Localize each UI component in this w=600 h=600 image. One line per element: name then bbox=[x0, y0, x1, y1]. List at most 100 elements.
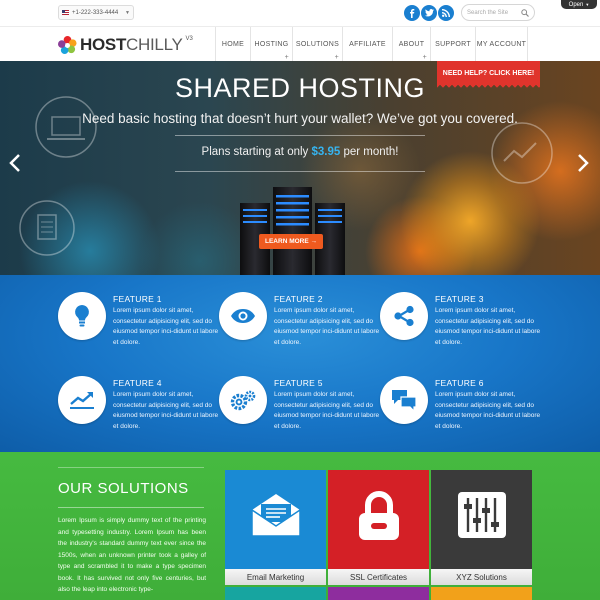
nav-solutions-label: SOLUTIONS bbox=[295, 41, 340, 48]
tile-ssl-label: SSL Certificates bbox=[328, 569, 429, 585]
feature-6-icon-circle bbox=[380, 376, 428, 424]
learn-more-button[interactable]: LEARN MORE → bbox=[259, 234, 323, 249]
solutions-section: OUR SOLUTIONS Lorem Ipsum is simply dumm… bbox=[0, 452, 600, 600]
prev-slide-arrow-icon[interactable] bbox=[9, 153, 21, 179]
hero-slider: SHARED HOSTING Need basic hosting that d… bbox=[0, 61, 600, 275]
open-label: Open bbox=[568, 1, 584, 8]
search-input[interactable]: Search the Site bbox=[461, 4, 535, 21]
phone-number: +1-222-333-4444 bbox=[72, 9, 119, 16]
facebook-icon[interactable] bbox=[404, 5, 420, 21]
plus-icon: + bbox=[422, 54, 427, 61]
hero-subtitle: Need basic hosting that doesn’t hurt you… bbox=[82, 111, 518, 126]
share-icon bbox=[394, 305, 414, 327]
nav-solutions[interactable]: SOLUTIONS + bbox=[292, 27, 342, 62]
tile-xyz-label: XYZ Solutions bbox=[431, 569, 532, 585]
feature-6-title: FEATURE 6 bbox=[435, 378, 484, 388]
caret-down-icon: ▼ bbox=[585, 2, 590, 7]
plans-price: $3.95 bbox=[311, 146, 341, 158]
top-bar: +1-222-333-4444 ▼ Search the Site Open ▼ bbox=[0, 0, 600, 26]
feature-1-text: Lorem ipsum dolor sit amet, consectetur … bbox=[113, 307, 219, 346]
rss-icon[interactable] bbox=[438, 5, 454, 21]
feature-3-icon-circle bbox=[380, 292, 428, 340]
sliders-icon bbox=[457, 492, 506, 538]
plans-suffix: per month! bbox=[340, 146, 399, 158]
lightbulb-icon bbox=[75, 305, 89, 327]
server-rack-illustration bbox=[240, 187, 345, 275]
nav-home-label: HOME bbox=[221, 41, 245, 48]
feature-6-text: Lorem ipsum dolor sit amet, consectetur … bbox=[435, 391, 541, 430]
feature-2-title: FEATURE 2 bbox=[274, 294, 323, 304]
logo-version: V3 bbox=[185, 36, 193, 42]
feature-5-title: FEATURE 5 bbox=[274, 378, 323, 388]
lock-icon bbox=[358, 491, 399, 540]
logo-text-bold: HOST bbox=[80, 35, 127, 54]
nav-home[interactable]: HOME bbox=[215, 27, 250, 62]
feature-2-icon-circle bbox=[219, 292, 267, 340]
feature-5-text: Lorem ipsum dolor sit amet, consectetur … bbox=[274, 391, 380, 430]
tile-next-row-3[interactable] bbox=[431, 587, 532, 600]
feature-4-icon-circle bbox=[58, 376, 106, 424]
nav-support-label: SUPPORT bbox=[435, 41, 471, 48]
nav-menu: HOME HOSTING + SOLUTIONS + AFFILIATE ABOUT… bbox=[215, 27, 528, 62]
gears-icon bbox=[230, 390, 256, 411]
feature-4-text: Lorem ipsum dolor sit amet, consectetur … bbox=[113, 391, 219, 430]
nav-my-account[interactable]: MY ACCOUNT bbox=[475, 27, 528, 62]
need-help-button[interactable]: NEED HELP? CLICK HERE! bbox=[437, 61, 540, 88]
logo-text: HOSTCHILLY bbox=[80, 35, 183, 55]
tile-xyz-solutions[interactable]: XYZ Solutions bbox=[431, 470, 532, 585]
tile-next-row-2[interactable] bbox=[328, 587, 429, 600]
plans-prefix: Plans starting at only bbox=[201, 146, 312, 158]
feature-2-text: Lorem ipsum dolor sit amet, consectetur … bbox=[274, 307, 380, 346]
next-slide-arrow-icon[interactable] bbox=[577, 153, 589, 179]
logo[interactable]: HOSTCHILLY V3 bbox=[58, 35, 193, 55]
search-placeholder: Search the Site bbox=[467, 9, 509, 16]
chat-icon bbox=[392, 390, 417, 412]
envelope-icon bbox=[250, 494, 301, 537]
tile-ssl-certificates[interactable]: SSL Certificates bbox=[328, 470, 429, 585]
laptop-icon bbox=[35, 96, 97, 158]
feature-3-text: Lorem ipsum dolor sit amet, consectetur … bbox=[435, 307, 541, 346]
plus-icon: + bbox=[284, 54, 289, 61]
nav-affiliate[interactable]: AFFILIATE bbox=[342, 27, 392, 62]
hero-title: SHARED HOSTING bbox=[174, 73, 426, 103]
feature-1-icon-circle bbox=[58, 292, 106, 340]
flower-logo-icon bbox=[58, 35, 77, 54]
nav-hosting[interactable]: HOSTING + bbox=[250, 27, 292, 62]
search-icon[interactable] bbox=[521, 9, 529, 17]
nav-my-account-label: MY ACCOUNT bbox=[476, 41, 527, 48]
chevron-down-icon: ▼ bbox=[125, 9, 130, 16]
us-flag-icon bbox=[62, 10, 69, 15]
main-navbar: HOSTCHILLY V3 HOME HOSTING + SOLUTIONS + A… bbox=[0, 26, 600, 62]
solutions-divider bbox=[58, 507, 204, 508]
hero-divider-top bbox=[175, 135, 425, 136]
solutions-text: Lorem Ipsum is simply dummy text of the … bbox=[58, 517, 206, 593]
nav-about-label: ABOUT bbox=[398, 41, 425, 48]
plus-icon: + bbox=[334, 54, 339, 61]
tile-email-label: Email Marketing bbox=[225, 569, 326, 585]
solutions-title: OUR SOLUTIONS bbox=[58, 480, 189, 497]
twitter-icon[interactable] bbox=[421, 5, 437, 21]
nav-affiliate-label: AFFILIATE bbox=[349, 41, 386, 48]
tile-email-marketing[interactable]: Email Marketing bbox=[225, 470, 326, 585]
tile-xyz-icon-wrap bbox=[431, 490, 532, 540]
nav-hosting-label: HOSTING bbox=[254, 41, 289, 48]
feature-3-title: FEATURE 3 bbox=[435, 294, 484, 304]
phone-selector[interactable]: +1-222-333-4444 ▼ bbox=[58, 5, 134, 20]
feature-4-title: FEATURE 4 bbox=[113, 378, 162, 388]
nav-about[interactable]: ABOUT + bbox=[392, 27, 430, 62]
feature-5-icon-circle bbox=[219, 376, 267, 424]
logo-text-light: CHILLY bbox=[126, 35, 183, 54]
hero-divider-bottom bbox=[175, 171, 425, 172]
chart-icon bbox=[70, 392, 94, 409]
nav-support[interactable]: SUPPORT bbox=[430, 27, 475, 62]
feature-1-title: FEATURE 1 bbox=[113, 294, 162, 304]
tile-next-row-1[interactable] bbox=[225, 587, 326, 600]
eye-icon bbox=[231, 309, 255, 323]
solutions-divider-top bbox=[58, 467, 204, 468]
hero-plans: Plans starting at only $3.95 per month! bbox=[0, 146, 600, 158]
tile-email-icon-wrap bbox=[225, 490, 326, 540]
open-panel-tab[interactable]: Open ▼ bbox=[561, 0, 597, 9]
tile-ssl-icon-wrap bbox=[328, 490, 429, 542]
document-icon bbox=[19, 200, 75, 256]
features-section: FEATURE 1 Lorem ipsum dolor sit amet, co… bbox=[0, 275, 600, 452]
